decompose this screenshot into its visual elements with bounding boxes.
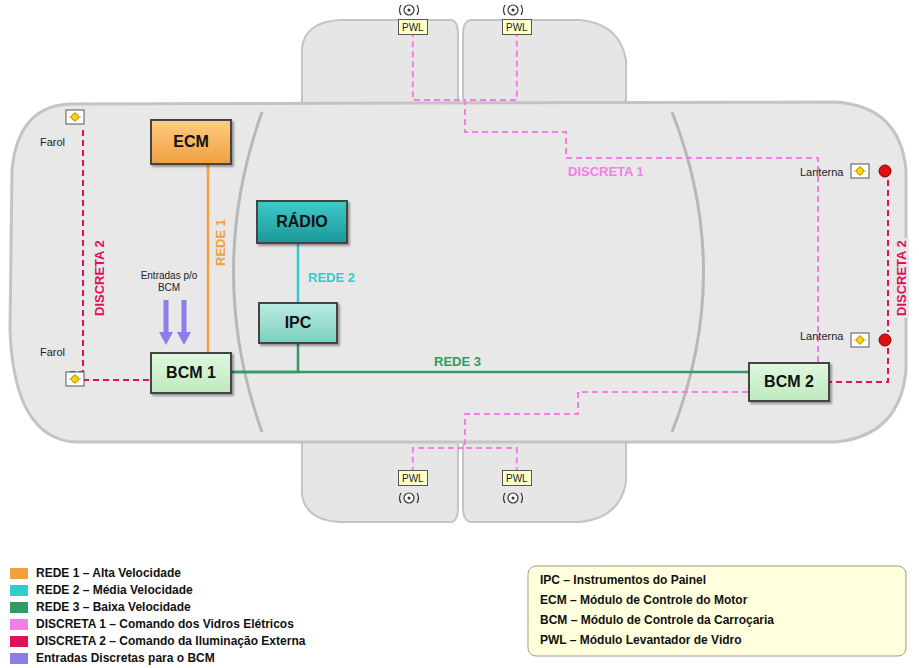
bus-label: REDE 3 [432, 354, 483, 369]
legend-text: REDE 1 – Alta Velocidade [36, 566, 181, 580]
module-box: BCM 2 [748, 362, 830, 402]
car-body [10, 102, 906, 442]
tail-lamp [879, 334, 891, 346]
bus-label: DISCRETA 2 [92, 238, 107, 318]
windshield [234, 112, 263, 432]
network-bus [232, 371, 748, 374]
legend-text: REDE 3 – Baixa Velocidade [36, 600, 191, 614]
node-label: PWL [402, 22, 424, 33]
abbreviation-key: IPC – Instrumentos do Painel [540, 573, 706, 587]
legend-text: DISCRETA 2 – Comando da Iluminação Exter… [36, 634, 305, 648]
bus-label: REDE 1 [213, 217, 228, 268]
bus-label: DISCRETA 2 [894, 238, 909, 318]
legend-swatch [10, 585, 28, 596]
part-label: Lanterna [800, 330, 843, 342]
abbreviation-key: ECM – Módulo de Controle do Motor [540, 593, 747, 607]
part-label: Lanterna [800, 166, 843, 178]
legend-swatch [10, 653, 28, 664]
bus-label: DISCRETA 1 [566, 164, 646, 179]
pwl-module: PWL [398, 470, 428, 486]
door [302, 432, 458, 522]
legend-swatch [10, 602, 28, 613]
discrete-wire [413, 392, 748, 470]
node-label: PWL [506, 473, 528, 484]
module-box: ECM [150, 119, 232, 165]
discrete-wire [465, 392, 748, 470]
node-label: IPC [285, 314, 312, 332]
node-label: RÁDIO [276, 213, 328, 231]
legend-text: REDE 2 – Média Velocidade [36, 583, 193, 597]
door [463, 20, 626, 110]
legend-text: Entradas Discretas para o BCM [36, 651, 215, 665]
part-label: Farol [40, 346, 65, 358]
module-box: IPC [258, 302, 338, 344]
node-label: PWL [402, 473, 424, 484]
abbreviation-key: PWL – Módulo Levantador de Vidro [540, 633, 742, 647]
node-label: BCM 1 [166, 364, 216, 382]
discrete-wire [70, 130, 888, 382]
network-bus [207, 165, 210, 352]
input-arrow [159, 300, 191, 345]
network-bus [232, 344, 298, 372]
node-label: ECM [173, 133, 209, 151]
discrete-wire [465, 35, 818, 362]
pwl-module: PWL [398, 19, 428, 35]
pwl-module: PWL [502, 19, 532, 35]
door [302, 20, 458, 110]
module-box: RÁDIO [256, 200, 348, 244]
legend-swatch [10, 568, 28, 579]
rear-window [672, 112, 704, 432]
abbreviation-key: BCM – Módulo de Controle da Carroçaria [540, 613, 774, 627]
key-box [528, 566, 906, 656]
part-label: Farol [40, 136, 65, 148]
part-label: Entradas p/o BCM [140, 270, 198, 293]
legend-text: DISCRETA 1 – Comando dos Vidros Elétrico… [36, 617, 294, 631]
tail-lamp [879, 165, 891, 177]
legend-swatch [10, 619, 28, 630]
legend-swatch [10, 636, 28, 647]
node-label: BCM 2 [764, 373, 814, 391]
pwl-module: PWL [502, 470, 532, 486]
discrete-wire [413, 35, 818, 362]
network-bus [297, 244, 300, 302]
module-box: BCM 1 [150, 352, 232, 394]
node-label: PWL [506, 22, 528, 33]
bus-label: REDE 2 [306, 270, 357, 285]
door [463, 432, 626, 522]
